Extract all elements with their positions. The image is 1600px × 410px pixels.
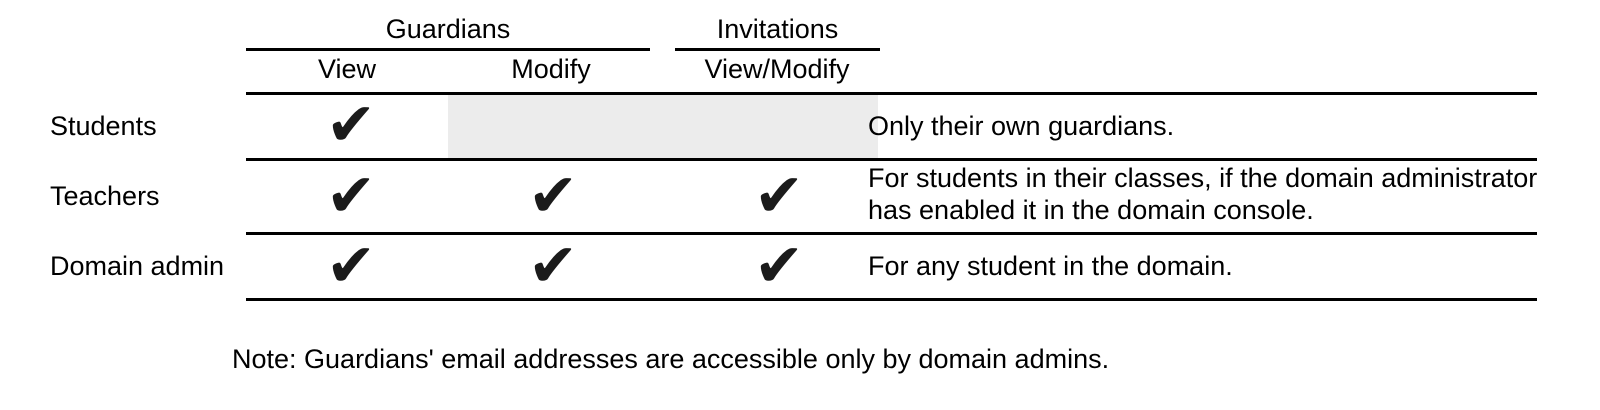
invitations-underline <box>675 48 880 51</box>
row-divider-teachers <box>246 232 1537 235</box>
subcolumn-header-view-modify: View/Modify <box>704 54 850 84</box>
header-rule <box>246 92 1537 95</box>
check-icon-domain-admin-invitations-view-modify: ✔ <box>753 231 805 301</box>
row-note-domain-admin: For any student in the domain. <box>868 251 1233 281</box>
row-label-domain-admin: Domain admin <box>50 251 225 281</box>
row-note-teachers: For students in their classes, if the do… <box>868 163 1538 225</box>
check-icon-domain-admin-guardians-view: ✔ <box>325 231 377 301</box>
footnote: Note: Guardians' email addresses are acc… <box>232 344 1110 374</box>
check-icon-teachers-guardians-view: ✔ <box>325 161 377 231</box>
check-icon-teachers-invitations-view-modify: ✔ <box>753 161 805 231</box>
check-icon-domain-admin-guardians-modify: ✔ <box>527 231 579 301</box>
row-divider-students <box>246 158 1537 161</box>
row-label-students: Students <box>50 111 157 141</box>
subcolumn-header-view: View <box>317 54 377 84</box>
row-note-students: Only their own guardians. <box>868 111 1175 141</box>
column-group-header-guardians: Guardians <box>385 14 511 44</box>
table-bottom-rule <box>246 298 1537 301</box>
check-icon-students-guardians-view: ✔ <box>325 90 377 160</box>
students-disabled-cell <box>448 95 878 158</box>
subcolumn-header-modify: Modify <box>511 54 591 84</box>
check-icon-teachers-guardians-modify: ✔ <box>527 161 579 231</box>
guardians-underline <box>246 48 650 51</box>
row-label-teachers: Teachers <box>50 181 160 211</box>
column-group-header-invitations: Invitations <box>716 14 839 44</box>
